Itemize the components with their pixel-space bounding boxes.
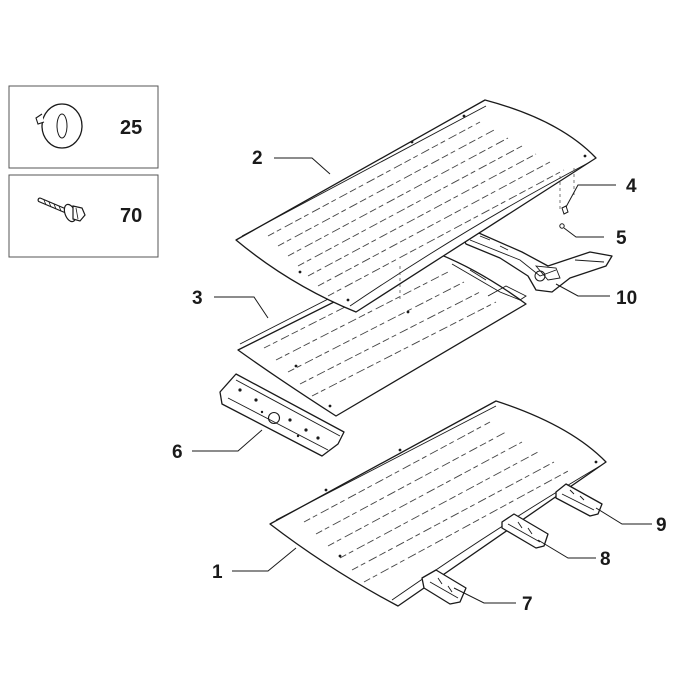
- part-2-roof-panel: [235, 99, 597, 313]
- part-10-crossmember: [461, 229, 613, 293]
- callout-9: 9: [656, 515, 667, 536]
- part-1-roof-panel: [269, 400, 607, 607]
- callout-10: 10: [616, 288, 637, 309]
- part-6-header-bracket: [219, 373, 345, 457]
- panel-1-slots: [303, 421, 571, 583]
- leader-lines: [192, 157, 652, 604]
- part-7-cross-rail: [421, 569, 467, 605]
- callout-2: 2: [252, 148, 263, 169]
- callout-1: 1: [212, 562, 223, 583]
- hardware-qty: 25: [120, 117, 142, 139]
- part-5-rivet: [559, 223, 565, 229]
- part-9-cross-rail: [555, 483, 603, 517]
- callout-5: 5: [616, 228, 627, 249]
- alignment-dashed-lines: [399, 168, 575, 302]
- part-8-cross-rail: [501, 513, 549, 549]
- callout-4: 4: [626, 176, 637, 197]
- part-4-clip: [561, 205, 569, 215]
- callout-8: 8: [600, 549, 611, 570]
- hardware-box-bolt: 70: [8, 174, 159, 258]
- callout-6: 6: [172, 442, 183, 463]
- flange-bolt-icon: [37, 197, 86, 223]
- push-rivet-icon: [35, 103, 83, 149]
- callout-7: 7: [522, 594, 533, 615]
- hardware-qty: 70: [120, 205, 142, 227]
- panel-2-slots: [267, 121, 565, 297]
- hardware-box-rivet: 25: [8, 85, 159, 169]
- callout-3: 3: [192, 288, 203, 309]
